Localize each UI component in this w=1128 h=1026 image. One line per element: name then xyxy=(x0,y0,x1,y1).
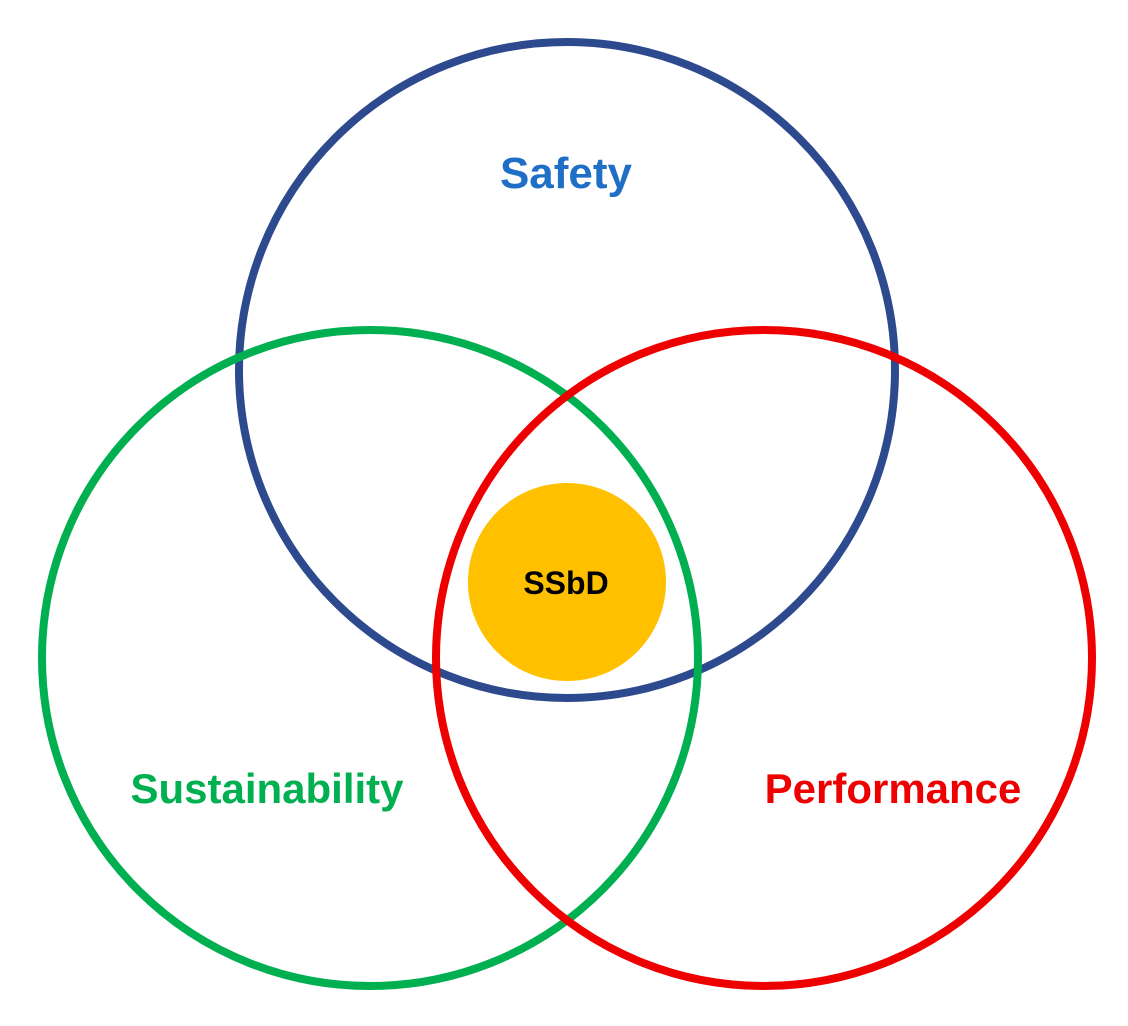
ssbd-label: SSbD xyxy=(523,565,608,601)
ssbd-center-circle xyxy=(468,483,666,681)
performance-circle xyxy=(432,326,1096,990)
sustainability-circle xyxy=(38,326,702,990)
safety-label: Safety xyxy=(500,149,633,198)
safety-circle xyxy=(235,38,899,702)
performance-label: Performance xyxy=(765,765,1022,812)
sustainability-label: Sustainability xyxy=(130,765,404,812)
